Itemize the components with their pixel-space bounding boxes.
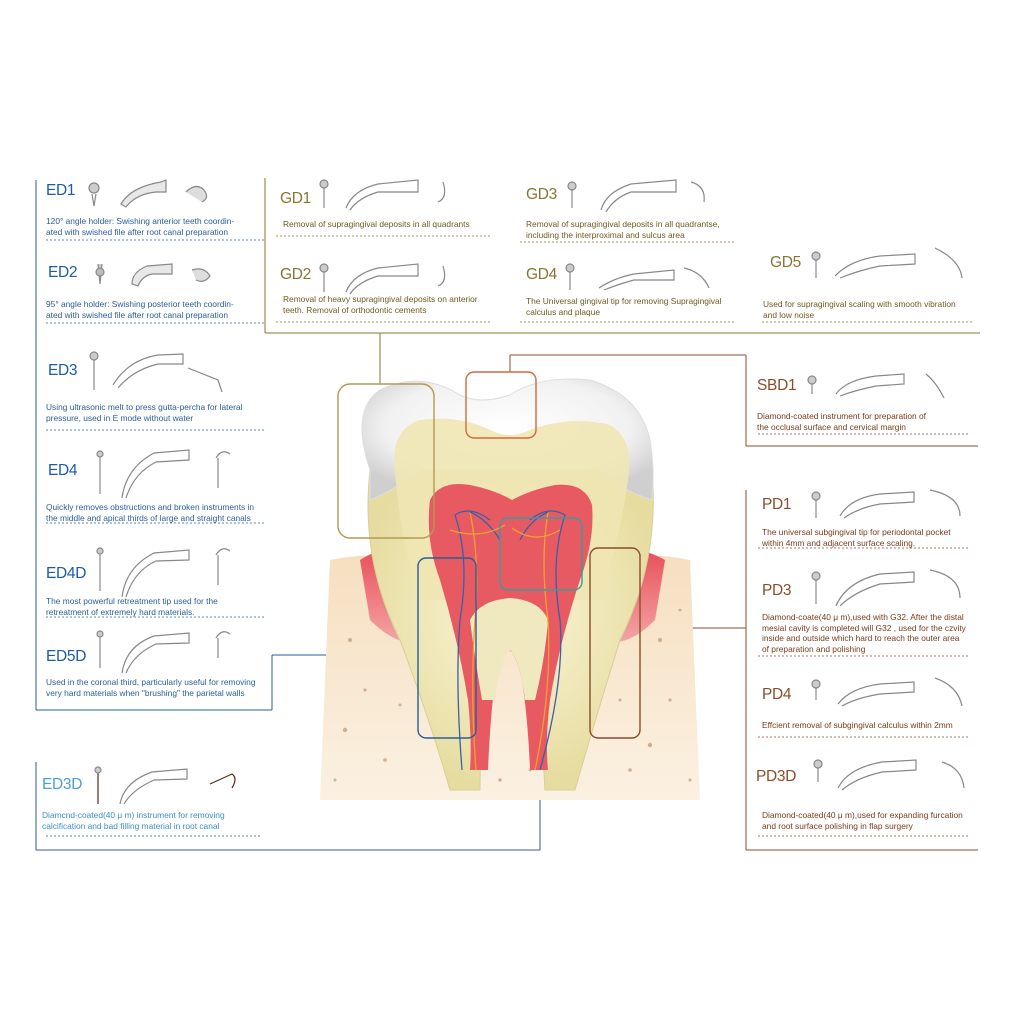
gd1-desc-line: Removal of supragingival deposits in all… <box>283 219 470 229</box>
gd4-desc: The Universal gingival tip for removing … <box>526 296 722 317</box>
ed3d-desc-line: calcification and bad filling material i… <box>42 820 220 831</box>
pd3d-label: PD3D <box>756 768 797 785</box>
pd1-desc: The universal subgingival tip for period… <box>762 527 951 548</box>
gd3-desc-line: Removal of supragingival deposits in all… <box>526 219 720 229</box>
ed2-desc-line: ated with swished file after root canal … <box>46 309 229 320</box>
pd3-desc-line: Diamond-coate(40 μ m),used with G32. Aft… <box>762 612 964 622</box>
pd3d-desc: Diamond-coated(40 μ m),used for expandin… <box>762 810 963 831</box>
ed3-desc: Using ultrasonic melt to press gutta-per… <box>46 402 242 423</box>
ed3-desc-line: pressure, used in E mode without water <box>46 412 194 423</box>
ed-dividers <box>46 239 265 837</box>
gd1-desc: Removal of supragingival deposits in all… <box>283 219 470 230</box>
ed4d-desc: The most powerful retreatment tip used f… <box>46 596 218 617</box>
pd-dividers <box>758 433 968 837</box>
ed3d-desc-line: Diamcnd-coated(40 μ m) instrument for re… <box>42 810 225 820</box>
sbd-frame <box>509 354 978 447</box>
gd-dividers <box>276 235 972 323</box>
ed5d-label: ED5D <box>46 648 87 665</box>
pd4-desc-line: Effcient removal of subgingival calculus… <box>762 720 953 730</box>
ed4d-desc-line: The most powerful retreatment tip used f… <box>46 596 218 606</box>
gd4-desc-line: The Universal gingival tip for removing … <box>526 296 722 306</box>
ed4-label: ED4 <box>48 462 78 479</box>
gd3-desc: Removal of supragingival deposits in all… <box>526 219 720 240</box>
ed2-desc: 95° angle holder: Swishing posterior tee… <box>46 299 234 320</box>
gd-frame <box>264 178 980 384</box>
pd3-desc-line: inside and outside which hard to reach t… <box>762 633 960 643</box>
ed5d-desc-line: Used in the coronal third, particularly … <box>46 677 256 687</box>
gd2-desc-line: teeth. Removal of orthodontic cements <box>283 304 427 315</box>
pd1-desc-line: The universal subgingival tip for period… <box>762 527 951 537</box>
pd3-desc-line: mesial cavity is completed will G32 , us… <box>762 622 966 633</box>
pd3-desc: Diamond-coate(40 μ m),used with G32. Aft… <box>762 612 966 654</box>
pd1-label: PD1 <box>762 496 792 513</box>
gd2-desc-line: Removal of heavy supragingival deposits … <box>283 294 478 304</box>
ed5d-desc: Used in the coronal third, particularly … <box>46 677 255 698</box>
gd5-desc-line: Used for supragingival scaling with smoo… <box>763 299 956 309</box>
ed4-desc-line: the middle and apical thirds of large an… <box>46 512 251 523</box>
sbd1-desc: Diamond-coated instrument for preparatio… <box>757 411 926 432</box>
gd1-label: GD1 <box>280 190 311 207</box>
ed1-label: ED1 <box>46 182 76 199</box>
pd3-desc-line: of preparation and polishing <box>762 643 866 654</box>
ed3d-label: ED3D <box>42 776 83 793</box>
tool-sketches <box>88 179 965 805</box>
gd4-desc-line: calculus and plaque <box>526 306 601 317</box>
ed2-label: ED2 <box>48 264 78 281</box>
pd3d-desc-line: and root surface polishing in flap surge… <box>762 820 913 831</box>
ed4-desc-line: Quickly removes obstructions and broken … <box>46 502 255 512</box>
pd1-desc-line: within 4mm and adjacent surface scaling. <box>762 537 916 548</box>
gd5-desc: Used for supragingival scaling with smoo… <box>763 299 956 320</box>
ed4d-desc-line: retreatment of extremely hard materials. <box>46 606 195 617</box>
sbd1-label: SBD1 <box>757 377 797 394</box>
ed4-desc: Quickly removes obstructions and broken … <box>46 502 254 523</box>
pd4-desc: Effcient removal of subgingival calculus… <box>762 720 953 731</box>
ed1-desc-line: 120° angle holder: Swishing anterior tee… <box>46 216 235 226</box>
ed1-desc-line: ated with swished file after root canal … <box>46 226 229 237</box>
ed5d-desc-line: very hard materials when "brushing" the … <box>46 687 245 698</box>
ed2-desc-line: 95° angle holder: Swishing posterior tee… <box>46 299 234 309</box>
sbd1-desc-line: Diamond-coated instrument for preparatio… <box>757 411 926 421</box>
gd5-desc-line: and low noise <box>763 309 815 320</box>
gd2-desc: Removal of heavy supragingival deposits … <box>283 294 478 315</box>
pd4-label: PD4 <box>762 686 792 703</box>
ed3d-desc: Diamcnd-coated(40 μ m) instrument for re… <box>42 810 225 831</box>
gd2-label: GD2 <box>280 266 311 283</box>
gd3-desc-line: including the interproximal and sulcus a… <box>526 229 685 240</box>
tooth-illustration <box>320 371 700 800</box>
gd4-label: GD4 <box>526 266 557 283</box>
ed3-label: ED3 <box>48 362 78 379</box>
sbd1-desc-line: the occlusal surface and cervical margin <box>757 421 906 432</box>
gd3-label: GD3 <box>526 186 557 203</box>
pd3-label: PD3 <box>762 582 792 599</box>
ed3-desc-line: Using ultrasonic melt to press gutta-per… <box>46 402 243 412</box>
ed1-desc: 120° angle holder: Swishing anterior tee… <box>46 216 234 237</box>
pd3d-desc-line: Diamond-coated(40 μ m),used for expandin… <box>762 810 963 820</box>
gd5-label: GD5 <box>770 254 801 271</box>
ed4d-label: ED4D <box>46 565 87 582</box>
